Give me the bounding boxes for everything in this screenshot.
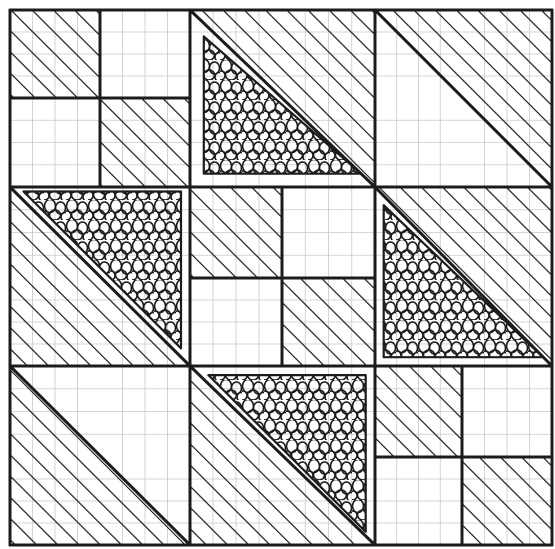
hatched-patch: [375, 366, 462, 457]
hatched-patch: [282, 278, 375, 366]
hatched-patch: [100, 98, 190, 187]
hatched-patch: [462, 457, 552, 545]
hatched-patch: [190, 187, 282, 278]
hatched-patch: [10, 10, 100, 98]
